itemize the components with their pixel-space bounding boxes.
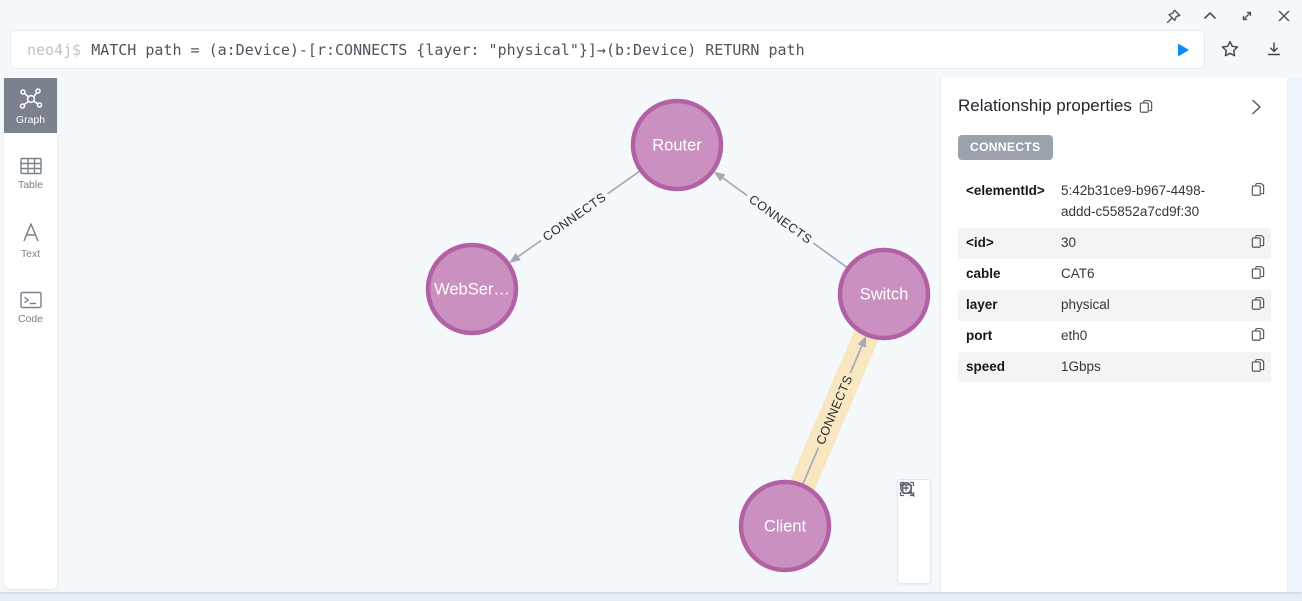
frame-toolbar — [1163, 6, 1294, 26]
panel-scrollbar-track[interactable] — [1287, 78, 1302, 592]
property-value: physical — [1061, 296, 1110, 312]
sidebar-item-label: Code — [17, 313, 44, 325]
zoom-controls — [897, 479, 931, 584]
relationship-label[interactable]: CONNECTS — [536, 185, 614, 248]
run-query-button[interactable] — [1172, 39, 1194, 61]
sidebar-item-table[interactable]: Table — [4, 147, 57, 198]
copy-icon[interactable] — [1251, 295, 1265, 314]
copy-icon[interactable] — [1251, 357, 1265, 376]
node-caption: Switch — [860, 286, 909, 304]
property-value: 30 — [1061, 234, 1077, 250]
node-caption: WebSer… — [434, 281, 510, 299]
property-row: <elementId> 5:42b31ce9-b967-4498-addd-c55… — [958, 176, 1271, 228]
zoom-out-icon[interactable] — [900, 482, 928, 545]
view-sidebar: Graph Table Text Code — [4, 78, 57, 589]
relationship-label[interactable]: CONNECTS — [742, 188, 819, 252]
copy-icon[interactable] — [1251, 264, 1265, 283]
property-row: cable CAT6 — [958, 259, 1271, 290]
copy-icon[interactable] — [1251, 233, 1265, 252]
graph-node-client[interactable]: Client — [738, 479, 832, 573]
editor-prompt: neo4j$ — [27, 40, 82, 59]
graph-node-switch[interactable]: Switch — [837, 247, 931, 341]
sidebar-item-label: Table — [17, 179, 44, 191]
relationship-client-switch[interactable] — [802, 335, 867, 485]
chevron-right-icon[interactable] — [1245, 96, 1267, 118]
relationship-router-webserver[interactable] — [509, 170, 640, 263]
property-value: 5:42b31ce9-b967-4498-addd-c55852a7cd9f:3… — [1061, 183, 1206, 219]
favorite-star-icon[interactable] — [1219, 39, 1241, 61]
graph-node-webserver[interactable]: WebSer… — [425, 242, 519, 336]
download-icon[interactable] — [1263, 39, 1285, 61]
relationship-type-badge[interactable]: CONNECTS — [958, 135, 1053, 160]
property-row: port eth0 — [958, 321, 1271, 352]
property-key: layer — [966, 296, 998, 312]
property-row: layer physical — [958, 289, 1271, 321]
property-row: <id> 30 — [958, 227, 1271, 259]
property-key: port — [966, 327, 993, 343]
properties-panel: Relationship properties CONNECTS <elemen… — [940, 78, 1287, 592]
property-table: <elementId> 5:42b31ce9-b967-4498-addd-c55… — [958, 176, 1271, 383]
sidebar-item-label: Graph — [15, 114, 46, 126]
expand-icon[interactable] — [1237, 6, 1257, 26]
property-row: speed 1Gbps — [958, 351, 1271, 383]
query-editor[interactable]: neo4j$ MATCH path = (a:Device)-[r:CONNEC… — [10, 30, 1205, 69]
copy-icon[interactable] — [1251, 181, 1265, 200]
sidebar-item-label: Text — [20, 248, 41, 260]
node-caption: Client — [764, 518, 807, 536]
property-key: cable — [966, 265, 1001, 281]
zoom-to-fit-icon[interactable] — [899, 481, 928, 580]
close-icon[interactable] — [1274, 6, 1294, 26]
panel-title: Relationship properties — [958, 96, 1132, 115]
property-key: speed — [966, 358, 1006, 374]
relationship-switch-router[interactable] — [713, 171, 848, 268]
property-key: <elementId> — [966, 183, 1045, 198]
graph-node-router[interactable]: Router — [630, 98, 724, 192]
collapse-icon[interactable] — [1200, 6, 1220, 26]
sidebar-item-text[interactable]: Text — [4, 212, 57, 267]
property-value: CAT6 — [1061, 265, 1095, 281]
property-value: 1Gbps — [1061, 358, 1101, 374]
property-key: <id> — [966, 234, 994, 250]
copy-icon[interactable] — [1251, 326, 1265, 345]
copy-all-icon[interactable] — [1139, 99, 1153, 117]
pin-icon[interactable] — [1163, 6, 1183, 26]
sidebar-item-code[interactable]: Code — [4, 281, 57, 332]
property-value: eth0 — [1061, 327, 1088, 343]
query-text[interactable]: MATCH path = (a:Device)-[r:CONNECTS {lay… — [91, 40, 805, 59]
sidebar-item-graph[interactable]: Graph — [4, 78, 57, 133]
node-caption: Router — [652, 137, 702, 155]
